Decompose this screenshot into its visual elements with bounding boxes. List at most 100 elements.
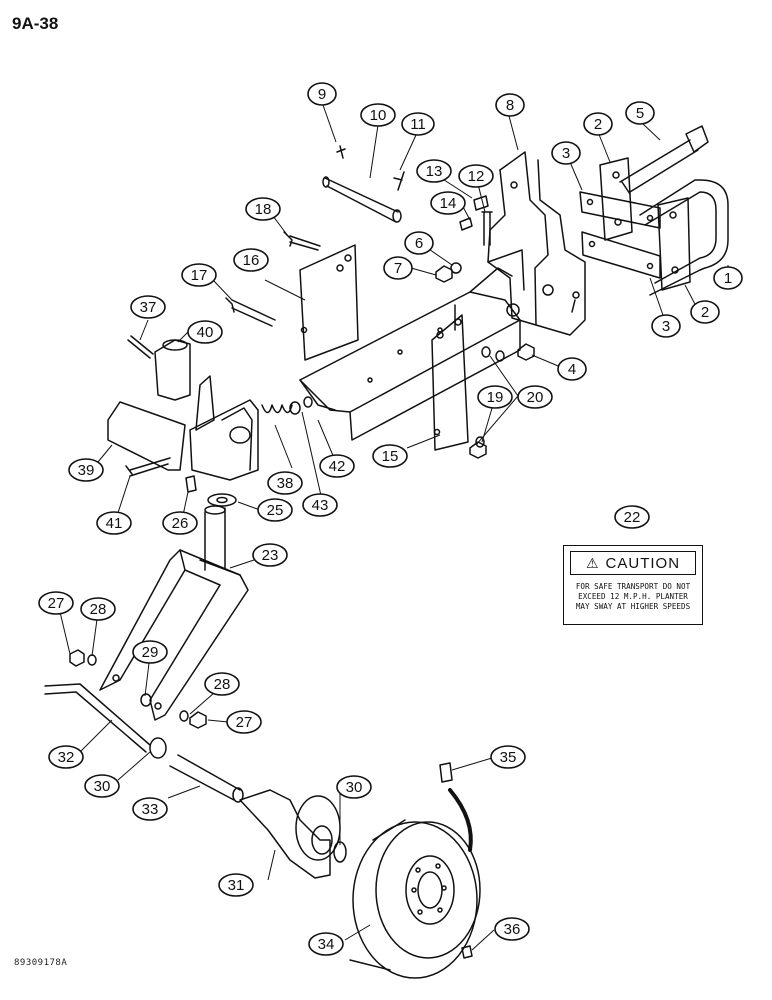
- callout-43: 43: [302, 493, 338, 517]
- callout-30: 30: [336, 775, 372, 799]
- svg-text:27: 27: [48, 595, 65, 612]
- callout-20: 20: [517, 385, 553, 409]
- wheel-part: [349, 819, 481, 979]
- callout-40: 40: [187, 320, 223, 344]
- strap-part: [579, 191, 661, 279]
- spring-part: [127, 335, 293, 414]
- svg-text:27: 27: [236, 714, 253, 731]
- svg-text:2: 2: [701, 304, 709, 321]
- figure-code: 89309178A: [14, 958, 68, 968]
- svg-text:14: 14: [440, 195, 457, 212]
- svg-text:12: 12: [468, 168, 485, 185]
- svg-text:4: 4: [568, 361, 576, 378]
- svg-text:16: 16: [243, 252, 260, 269]
- svg-text:38: 38: [277, 475, 294, 492]
- svg-text:32: 32: [58, 749, 75, 766]
- bolt-part: [619, 125, 709, 195]
- svg-text:39: 39: [78, 462, 95, 479]
- svg-text:3: 3: [562, 145, 570, 162]
- svg-text:11: 11: [410, 116, 426, 133]
- callout-41: 41: [96, 511, 132, 535]
- callout-9: 9: [307, 82, 337, 106]
- callout-35: 35: [490, 745, 526, 769]
- callout-23: 23: [252, 543, 288, 567]
- svg-text:22: 22: [624, 509, 641, 526]
- main-tube-part: [299, 267, 521, 441]
- callout-32: 32: [48, 745, 84, 769]
- svg-text:37: 37: [140, 299, 157, 316]
- callout-5: 5: [625, 101, 655, 125]
- svg-text:6: 6: [415, 235, 423, 252]
- svg-text:7: 7: [394, 260, 402, 277]
- nut-part: [289, 262, 535, 459]
- svg-text:20: 20: [527, 389, 544, 406]
- svg-text:5: 5: [636, 105, 644, 122]
- callout-42: 42: [319, 454, 355, 478]
- callout-1: 1: [713, 266, 743, 290]
- side-plate-part: [299, 244, 469, 451]
- callout-31: 31: [218, 873, 254, 897]
- callout-14: 14: [430, 191, 466, 215]
- svg-text:31: 31: [228, 877, 245, 894]
- svg-text:17: 17: [191, 267, 208, 284]
- callout-37: 37: [130, 295, 166, 319]
- nut-part: [69, 649, 207, 729]
- callout-8: 8: [495, 93, 525, 117]
- svg-text:34: 34: [318, 936, 335, 953]
- valve-stem-part: [439, 762, 473, 852]
- lug-bolt-part: [461, 945, 473, 959]
- callout-36: 36: [494, 917, 530, 941]
- callout-10: 10: [360, 103, 396, 127]
- callout-39: 39: [68, 458, 104, 482]
- svg-text:33: 33: [142, 801, 159, 818]
- caution-decal: ⚠ CAUTION FOR SAFE TRANSPORT DO NOT EXCE…: [563, 545, 703, 625]
- caution-text: FOR SAFE TRANSPORT DO NOT EXCEED 12 M.P.…: [566, 582, 700, 612]
- axle-rod-part: [44, 683, 151, 753]
- svg-text:26: 26: [172, 515, 189, 532]
- svg-text:8: 8: [506, 97, 514, 114]
- callout-4: 4: [557, 357, 587, 381]
- callout-16: 16: [233, 248, 269, 272]
- caution-header: ⚠ CAUTION: [570, 551, 696, 575]
- svg-text:18: 18: [255, 201, 272, 218]
- caution-line: EXCEED 12 M.P.H. PLANTER: [578, 592, 688, 601]
- svg-text:35: 35: [500, 749, 517, 766]
- caution-line: FOR SAFE TRANSPORT DO NOT: [575, 582, 691, 591]
- svg-text:15: 15: [382, 448, 399, 465]
- svg-text:25: 25: [267, 502, 284, 519]
- hitch-pin-part: [322, 145, 405, 223]
- callout-26: 26: [162, 511, 198, 535]
- svg-text:10: 10: [370, 107, 387, 124]
- pivot-bracket-part: [107, 375, 259, 481]
- callout-30: 30: [84, 774, 120, 798]
- svg-text:29: 29: [142, 644, 159, 661]
- mounting-bracket-part: [487, 151, 586, 336]
- callout-12: 12: [458, 164, 494, 188]
- svg-text:43: 43: [312, 497, 329, 514]
- fitting-part: [459, 195, 493, 246]
- callout-13: 13: [416, 159, 452, 183]
- callout-27: 27: [38, 591, 74, 615]
- callout-38: 38: [267, 471, 303, 495]
- svg-text:42: 42: [329, 458, 346, 475]
- svg-text:28: 28: [214, 676, 231, 693]
- caution-title: CAUTION: [605, 554, 681, 572]
- page-number: 9A-38: [12, 14, 59, 33]
- callout-3: 3: [651, 314, 681, 338]
- axle-yoke-part: [99, 505, 249, 721]
- callout-28: 28: [204, 672, 240, 696]
- svg-text:2: 2: [594, 116, 602, 133]
- svg-text:30: 30: [94, 778, 111, 795]
- callout-29: 29: [132, 640, 168, 664]
- callout-2: 2: [583, 112, 613, 136]
- callout-17: 17: [181, 263, 217, 287]
- svg-text:30: 30: [346, 779, 363, 796]
- washer-part: [185, 475, 237, 507]
- callout-6: 6: [404, 231, 434, 255]
- spindle-part: [149, 737, 244, 803]
- svg-text:9: 9: [318, 86, 326, 103]
- callout-27: 27: [226, 710, 262, 734]
- callout-7: 7: [383, 256, 413, 280]
- hub-part: [239, 789, 347, 879]
- svg-text:28: 28: [90, 601, 107, 618]
